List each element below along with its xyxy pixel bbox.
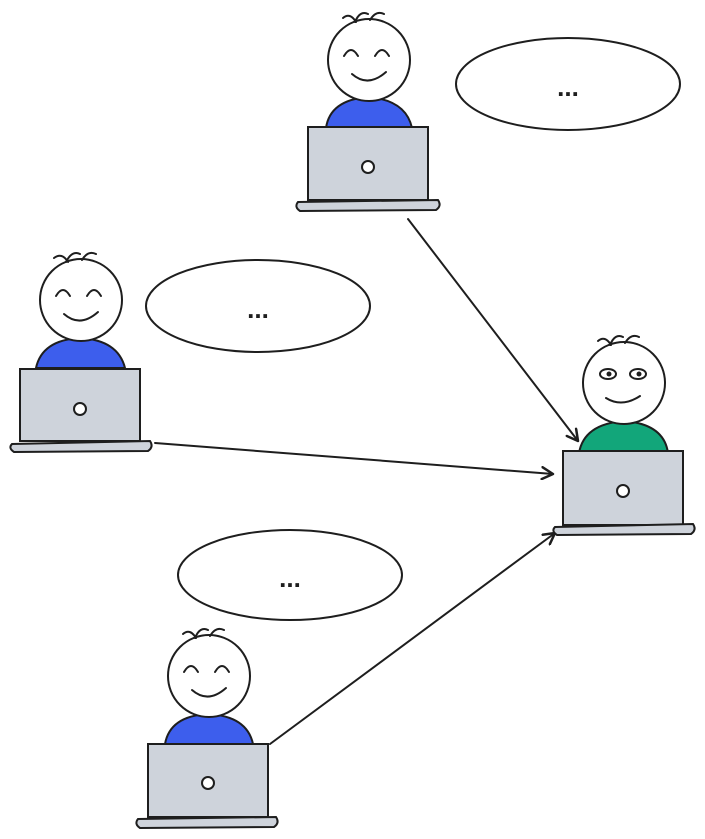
person-icon [163,627,255,745]
speech-bubble-icon: ... [145,259,371,353]
bubble-text-top: ... [557,72,579,102]
laptop-icon [295,126,441,213]
arrow-icon [407,218,578,441]
person-icon [34,251,127,369]
head [39,258,123,342]
laptop-icon [552,450,696,537]
bubble-text-middle: ... [247,294,269,324]
laptop-icon [135,743,279,830]
laptop-icon [9,368,153,454]
bubble-text-bottom: ... [279,563,301,593]
receiver [552,334,696,537]
arrows [154,218,578,745]
sender-top [295,11,441,213]
head [327,18,411,102]
head [167,634,251,718]
person-icon [324,11,414,129]
speech-bubble-icon: ... [455,37,681,131]
person-icon [577,334,670,454]
shirt [163,712,255,745]
shirt [34,336,127,369]
sender-middle [9,251,153,454]
speech-bubble-icon: ... [177,529,403,621]
arrow-icon [154,442,553,474]
head [582,341,666,425]
shirt [577,419,670,454]
arrow-icon [269,533,555,745]
sender-bottom [135,627,279,830]
